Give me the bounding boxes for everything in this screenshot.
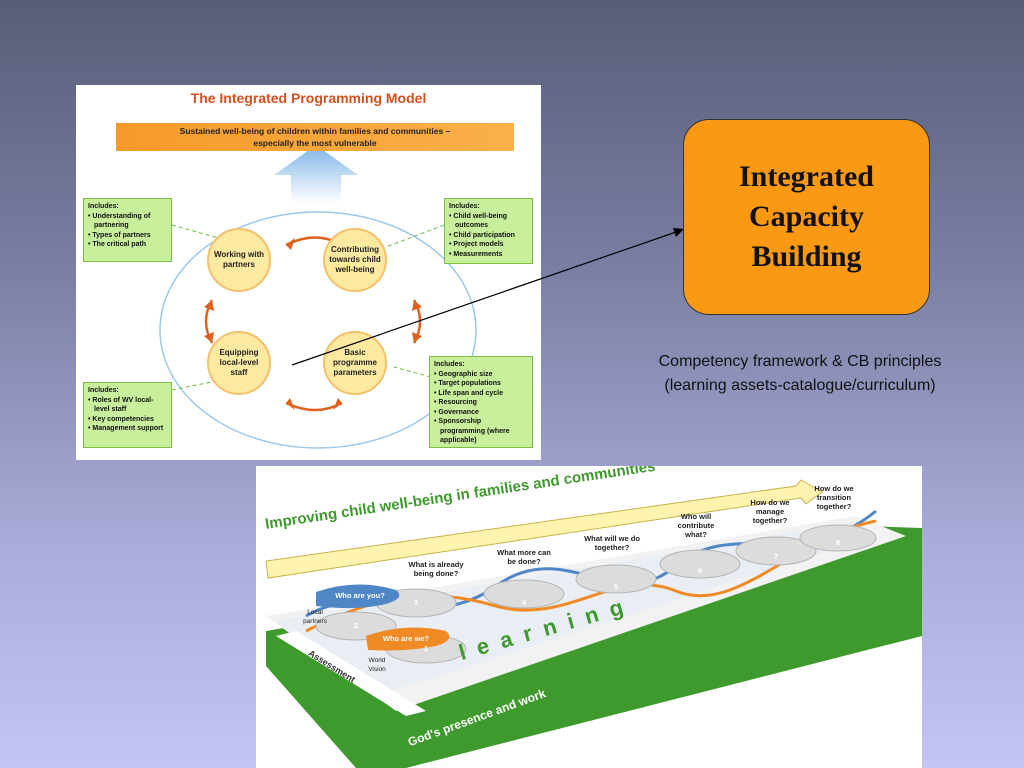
circle-contributing-child-wellbeing: Contributing towards child well-being xyxy=(323,228,387,292)
up-arrow-icon xyxy=(274,145,358,203)
circle-equipping-staff: Equipping local-level staff xyxy=(207,331,271,395)
circle-basic-parameters: Basic programme parameters xyxy=(323,331,387,395)
includes-box-staff: Includes: • Roles of WV local-level staf… xyxy=(83,382,172,448)
includes-item: • Governance xyxy=(434,408,479,416)
arrowhead-icon xyxy=(673,228,684,237)
step-label: How do we manage together? xyxy=(750,498,790,525)
disc-number: 8 xyxy=(835,538,841,547)
includes-item: • Understanding of partnering xyxy=(88,212,151,230)
includes-item: • Resourcing xyxy=(434,399,477,406)
step-label: What is already being done? xyxy=(408,560,464,578)
circle-working-with-partners: Working with partners xyxy=(207,228,271,292)
includes-item: • Key competencies xyxy=(88,415,154,423)
disc-number: 2 xyxy=(353,621,359,630)
competency-line-1: Competency framework & CB principles xyxy=(658,353,942,370)
disc-number: 6 xyxy=(697,566,703,575)
who-are-you-label: Who are you? xyxy=(335,591,385,600)
integrated-capacity-building-box: Integrated Capacity Building xyxy=(683,119,930,315)
includes-item: • Project models xyxy=(449,241,504,248)
includes-box-parameters: Includes: • Geographic size • Target pop… xyxy=(429,356,533,448)
includes-item: • Types of partners xyxy=(88,231,151,239)
competency-caption: Competency framework & CB principles (le… xyxy=(600,350,1000,398)
includes-item: • Management support xyxy=(88,425,164,432)
who-are-you-bubble xyxy=(316,584,400,609)
includes-item: • Roles of WV local-level staff xyxy=(88,396,154,414)
includes-item: • Sponsorship programming (where applica… xyxy=(434,418,510,444)
includes-box-partnering: Includes: • Understanding of partnering … xyxy=(83,198,172,262)
goal-banner: Sustained well-being of children within … xyxy=(116,123,514,151)
disc-number: 7 xyxy=(773,552,779,561)
banner-arrow xyxy=(265,479,823,579)
includes-item: • The critical path xyxy=(88,241,147,248)
disc-number: 5 xyxy=(613,582,619,591)
includes-heading: Includes: xyxy=(88,203,119,210)
journey-graphics xyxy=(265,479,922,768)
journey-illustration: Improving child well-being in families a… xyxy=(256,466,922,768)
disc-number: 4 xyxy=(521,598,527,607)
goal-line-2: especially the most vulnerable xyxy=(253,138,377,148)
includes-heading: Includes: xyxy=(88,387,119,394)
includes-box-child-wellbeing: Includes: • Child well-being outcomes • … xyxy=(444,198,533,264)
local-partners-label: Local partners xyxy=(303,609,327,625)
includes-item: • Child participation xyxy=(449,231,515,239)
disc-number: 3 xyxy=(413,598,419,607)
model-ellipse xyxy=(159,211,477,449)
who-are-we-label: Who are we? xyxy=(382,634,430,643)
step-label: What will we do together? xyxy=(584,534,640,552)
includes-item: • Child well-being outcomes xyxy=(449,212,508,230)
goal-line-1: Sustained well-being of children within … xyxy=(179,126,451,136)
includes-heading: Includes: xyxy=(434,361,465,368)
step-label: How do we transition together? xyxy=(814,484,854,511)
includes-heading: Includes: xyxy=(449,203,480,210)
includes-item: • Geographic size xyxy=(434,370,493,378)
who-are-we-bubble xyxy=(366,627,450,651)
step-label: What more can be done? xyxy=(497,548,551,566)
step-label: Who will contribute what? xyxy=(677,512,715,539)
model-title: The Integrated Programming Model xyxy=(190,90,427,106)
disc-number: 1 xyxy=(423,644,429,653)
integrated-programming-model-image: The Integrated Programming Model Sustain… xyxy=(76,85,541,460)
includes-item: • Target populations xyxy=(434,380,501,387)
world-vision-label: World Vision xyxy=(368,657,386,673)
includes-item: • Measurements xyxy=(449,250,503,258)
competency-line-2: (learning assets-catalogue/curriculum) xyxy=(664,377,936,394)
includes-item: • Life span and cycle xyxy=(434,389,503,397)
model-diagram-graphics xyxy=(159,145,477,449)
icb-title: Integrated Capacity Building xyxy=(739,160,874,273)
